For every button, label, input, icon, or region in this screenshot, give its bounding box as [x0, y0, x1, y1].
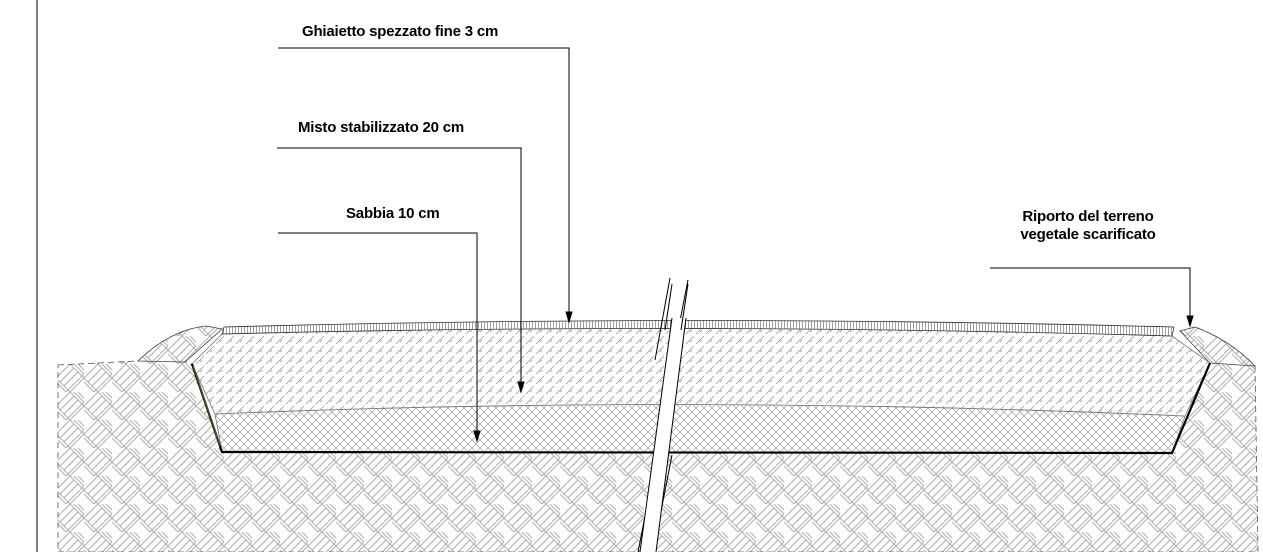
- label-ghiaietto: Ghiaietto spezzato fine 3 cm: [302, 23, 499, 40]
- leader-sabbia: [278, 232, 481, 443]
- right-embankment: [1179, 326, 1257, 367]
- break-line-top-right: [680, 283, 689, 331]
- label-riporto: Riporto del terreno vegetale scarificato: [980, 208, 1196, 244]
- break-line-right: [655, 317, 687, 552]
- leader-misto: [277, 147, 525, 394]
- label-riporto-line2: vegetale scarificato: [1020, 226, 1156, 243]
- left-embankment: [137, 325, 223, 363]
- break-line-left: [639, 317, 673, 552]
- break-line-top-left: [664, 283, 673, 331]
- label-riporto-line1: Riporto del terreno: [1022, 208, 1154, 225]
- geotextile-green-left: [192, 365, 221, 447]
- leader-riporto: [990, 267, 1194, 328]
- leader-ghiaietto: [278, 47, 573, 324]
- misto-layer: [191, 327, 1211, 417]
- break-gap: [640, 318, 686, 552]
- sabbia-layer: [214, 404, 1186, 454]
- label-misto-stabilizzato: Misto stabilizzato 20 cm: [298, 119, 465, 136]
- label-sabbia: Sabbia 10 cm: [346, 205, 440, 222]
- ghiaietto-layer: [221, 320, 1175, 337]
